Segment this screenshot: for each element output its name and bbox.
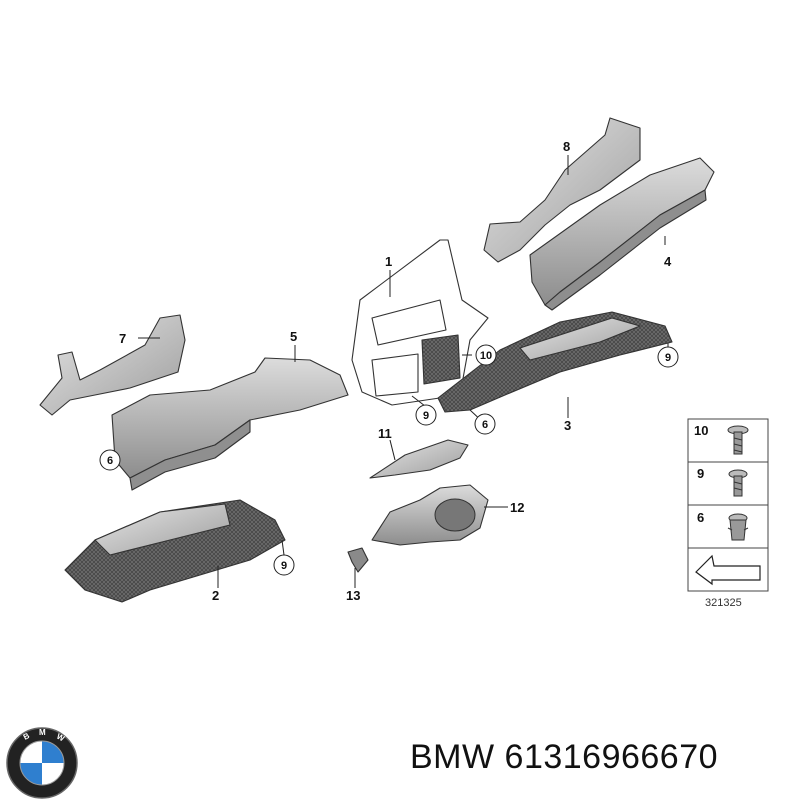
callout-7: 7 [119,331,126,346]
svg-text:B: B [22,731,32,742]
callout-1: 1 [385,254,392,269]
callout-8: 8 [563,139,570,154]
part-5 [111,357,349,491]
bmw-logo: B M W [6,727,78,799]
part-3 [437,311,673,413]
circled-callout-9-tray-label: 9 [665,352,671,364]
circled-callout-9-frame: 9 [415,404,437,426]
callout-12: 12 [510,500,524,515]
part-1 [351,239,489,406]
circled-callout-6-tray-label: 6 [482,419,488,431]
legend-item-9: 9 [697,466,704,481]
svg-text:M: M [39,728,46,737]
legend-item-6: 6 [697,510,704,525]
circled-callout-9-frame-label: 9 [423,410,429,422]
callout-5: 5 [290,329,297,344]
circled-callout-9-tray: 9 [657,346,679,368]
callout-11: 11 [378,426,392,441]
legend-item-10: 10 [694,423,708,438]
screw-9-icon [728,469,748,497]
reference-number: 321325 [705,597,742,609]
part-8 [483,117,641,263]
part-7 [39,314,186,416]
callout-2: 2 [212,588,219,603]
clip-6-icon [727,513,749,541]
part-13 [347,547,369,573]
part-number-label: BMW 61316966670 [410,738,719,776]
screw-10-icon [727,425,749,455]
circled-callout-9-lower: 9 [273,554,295,576]
part-4 [529,157,715,311]
callout-4: 4 [664,254,672,269]
part-12 [371,484,489,546]
circled-callout-9-lower-label: 9 [281,560,287,572]
arrow-icon [695,554,761,586]
circled-callout-6-tray: 6 [474,413,496,435]
circled-callout-6-housing-label: 6 [107,455,113,467]
circled-callout-10-label: 10 [480,350,492,362]
part-2 [64,499,286,603]
circled-callout-6-housing: 6 [99,449,121,471]
svg-text:W: W [55,732,66,744]
callout-13: 13 [346,588,360,603]
circled-callout-10: 10 [475,344,497,366]
part-11 [369,439,469,479]
fastener-legend: 10 9 6 [687,418,769,592]
callout-3: 3 [564,418,571,433]
